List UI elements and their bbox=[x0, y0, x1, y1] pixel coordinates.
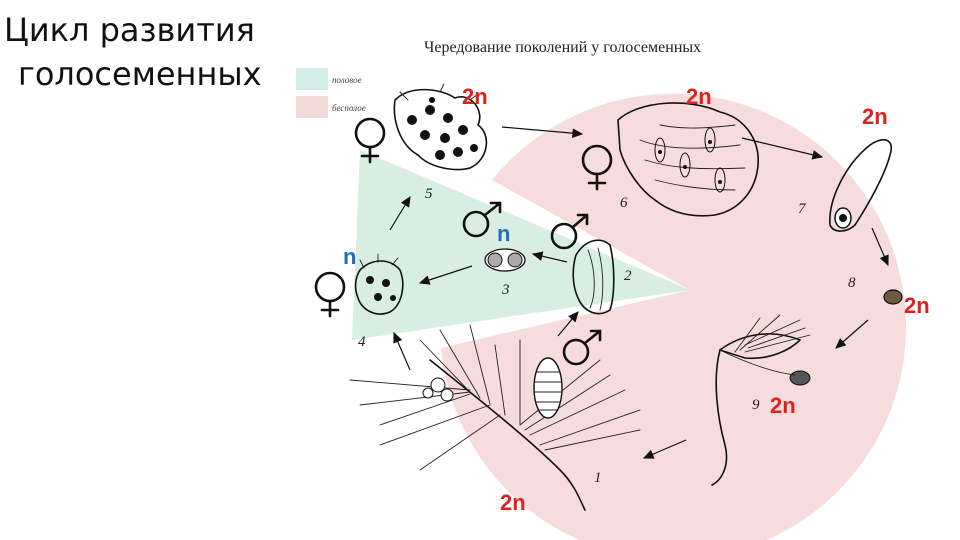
slide-title: Цикл развития голосеменных bbox=[4, 8, 262, 96]
ploidy-label-stage-7: 2n bbox=[862, 104, 888, 129]
female-symbol-icon-stage-4 bbox=[314, 271, 346, 318]
arrow-7-to-8 bbox=[871, 227, 889, 267]
arrow-1-to-4 bbox=[393, 331, 411, 371]
stage-8-seed-illustration bbox=[883, 289, 903, 305]
stage-4-female-gametophyte-illustration bbox=[354, 253, 404, 315]
cycle-arrows bbox=[389, 126, 889, 459]
stage-number-2: 2 bbox=[624, 268, 632, 284]
stage-number-3: 3 bbox=[501, 282, 510, 298]
arrow-2-to-3 bbox=[531, 251, 568, 263]
stage-5-female-cone-illustration bbox=[393, 83, 488, 171]
arrow-6-to-7 bbox=[741, 137, 824, 160]
arrow-9-to-1 bbox=[642, 439, 687, 459]
legend: половое бесполое bbox=[296, 68, 366, 118]
ploidy-label-stage-5: 2n bbox=[462, 84, 488, 109]
legend-swatch-sexual bbox=[296, 68, 328, 90]
stage-6-seed-scale-illustration bbox=[617, 102, 759, 217]
arrow-3-to-4 bbox=[418, 265, 473, 285]
stage-number-4: 4 bbox=[358, 334, 366, 350]
legend-swatch-asexual bbox=[296, 96, 328, 118]
stage-number-6: 6 bbox=[620, 195, 628, 211]
male-symbol-icon-stage-2 bbox=[550, 213, 589, 250]
ploidy-label-stage-6: 2n bbox=[686, 84, 712, 109]
stage-1-pine-branch-illustration bbox=[349, 324, 641, 511]
ploidy-label-stage-8: 2n bbox=[904, 293, 930, 318]
slide-title-line-1: Цикл развития bbox=[4, 11, 255, 49]
ploidy-label-stage-3: n bbox=[497, 221, 510, 246]
stage-number-7: 7 bbox=[798, 201, 807, 217]
ploidy-label-stage-9: 2n bbox=[770, 393, 796, 418]
male-symbol-icon-stage-3 bbox=[462, 201, 502, 238]
stage-7-winged-seed-illustration bbox=[829, 139, 892, 232]
diagram-title: Чередование поколений у голосеменных bbox=[424, 39, 701, 56]
arrow-4-to-5 bbox=[389, 195, 411, 231]
arrow-5-to-6 bbox=[501, 126, 584, 138]
stage-number-9: 9 bbox=[752, 397, 760, 413]
stage-9-seedling-illustration bbox=[711, 314, 811, 486]
ploidy-label-stage-1: 2n bbox=[500, 490, 526, 515]
ploidy-label-stage-4: n bbox=[343, 244, 356, 269]
legend-label-sexual: половое bbox=[332, 75, 362, 85]
legend-label-asexual: бесполое bbox=[332, 103, 366, 113]
arrow-8-to-9 bbox=[835, 319, 869, 349]
slide-title-line-2: голосеменных bbox=[18, 55, 262, 93]
asexual-phase-region bbox=[441, 93, 907, 540]
female-symbol-icon-stage-6 bbox=[581, 144, 613, 191]
stage-number-1: 1 bbox=[594, 470, 602, 486]
arrow-1-to-2 bbox=[557, 311, 579, 337]
stage-2-pollen-sac-illustration bbox=[572, 239, 615, 315]
stage-number-5: 5 bbox=[425, 186, 433, 202]
female-symbol-icon-stage-5 bbox=[354, 117, 386, 164]
male-symbol-icon-stage-1 bbox=[562, 329, 602, 366]
sexual-phase-region bbox=[352, 150, 690, 340]
stage-number-8: 8 bbox=[848, 275, 856, 291]
stage-3-pollen-grain-illustration bbox=[484, 248, 526, 272]
